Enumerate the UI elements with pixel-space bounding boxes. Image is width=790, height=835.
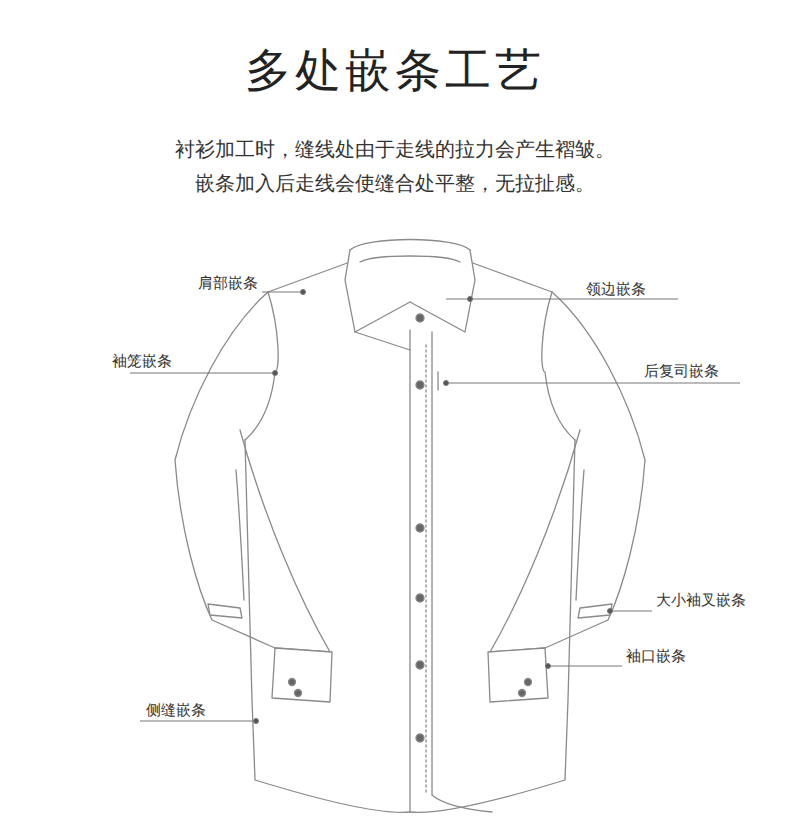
button [416, 381, 424, 389]
leader-dot [546, 664, 551, 669]
caption: 衬衫加工时，缝线处由于走线的拉力会产生褶皱。 嵌条加入后走线会使缝合处平整，无拉… [169, 132, 621, 200]
leader-line [446, 299, 678, 300]
sleeve [175, 292, 330, 652]
button [416, 734, 424, 742]
title: 多处嵌条工艺 [0, 40, 790, 102]
armhole-seam [542, 292, 575, 440]
sleeve-fold [576, 470, 584, 600]
callout-label: 袖口嵌条 [626, 647, 686, 666]
button [295, 690, 302, 697]
side-seam [410, 440, 575, 812]
armhole-seam [245, 292, 278, 440]
button [525, 679, 532, 686]
leader-line [130, 373, 275, 374]
callout-label: 肩部嵌条 [198, 274, 258, 293]
shoulder-seam [268, 262, 350, 292]
button [519, 690, 526, 697]
sleeve-placket-tab [208, 604, 242, 618]
leader-line [548, 666, 622, 667]
cuff [488, 648, 548, 702]
callout-label: 袖笼嵌条 [112, 352, 172, 371]
button [416, 594, 424, 602]
placket-stitch [437, 372, 438, 390]
callout-label: 后复司嵌条 [644, 362, 719, 381]
collar-stand [360, 256, 460, 262]
sleeve [490, 292, 645, 652]
front-placket [410, 330, 492, 812]
leader-dot [273, 371, 278, 376]
collar-leaf [410, 250, 475, 332]
placket-stitch [425, 345, 426, 795]
leader-dot [468, 297, 473, 302]
leader-dot [301, 290, 306, 295]
sleeve-placket-tab [578, 604, 612, 618]
front-edge [355, 332, 410, 350]
leader-line [610, 611, 652, 612]
leader-dot [608, 609, 613, 614]
callout-label: 领边嵌条 [586, 280, 646, 299]
button [289, 679, 296, 686]
leader-dot [444, 381, 449, 386]
button [416, 524, 424, 532]
collar-leaf [345, 250, 410, 332]
collar-top [350, 240, 470, 251]
button [416, 314, 424, 322]
side-seam [245, 440, 410, 812]
button [416, 661, 424, 669]
leader-dot [254, 719, 259, 724]
sleeve-fold [236, 470, 244, 600]
shoulder-seam [470, 262, 552, 292]
cuff [272, 648, 332, 702]
leader-line [262, 292, 303, 293]
leader-line [140, 721, 256, 722]
callout-label: 侧缝嵌条 [146, 701, 206, 720]
leader-line [446, 383, 740, 384]
callout-label: 大小袖叉嵌条 [656, 591, 746, 610]
